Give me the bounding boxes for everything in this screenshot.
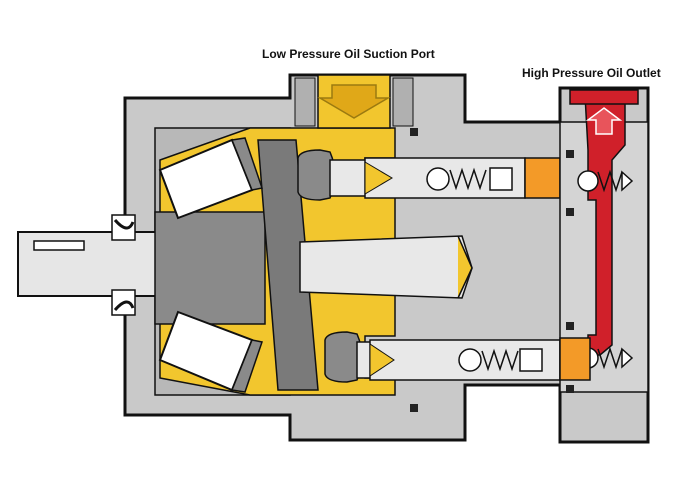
lower-bearing [158,310,263,393]
lower-piston [324,331,561,383]
upper-spring [449,167,487,191]
swash-plate [257,139,319,391]
suction-port-label: Low Pressure Oil Suction Port [262,47,435,61]
shaft-seal [111,214,136,316]
shaft-keyway [33,240,85,251]
upper-pressure-chamber [524,157,561,199]
shaft-hub [154,211,266,325]
central-shaft [299,235,473,299]
upper-outlet-check-ball [577,170,599,192]
upper-bearing [158,137,263,220]
arrow-up-icon [585,107,623,135]
arrow-down-icon [317,84,391,119]
upper-check-ball [426,167,450,191]
lower-check-ball [458,348,482,372]
upper-piston [297,149,526,201]
outlet-label: High Pressure Oil Outlet [522,66,661,80]
o-ring-seals [410,128,574,412]
lower-spring [481,348,519,372]
